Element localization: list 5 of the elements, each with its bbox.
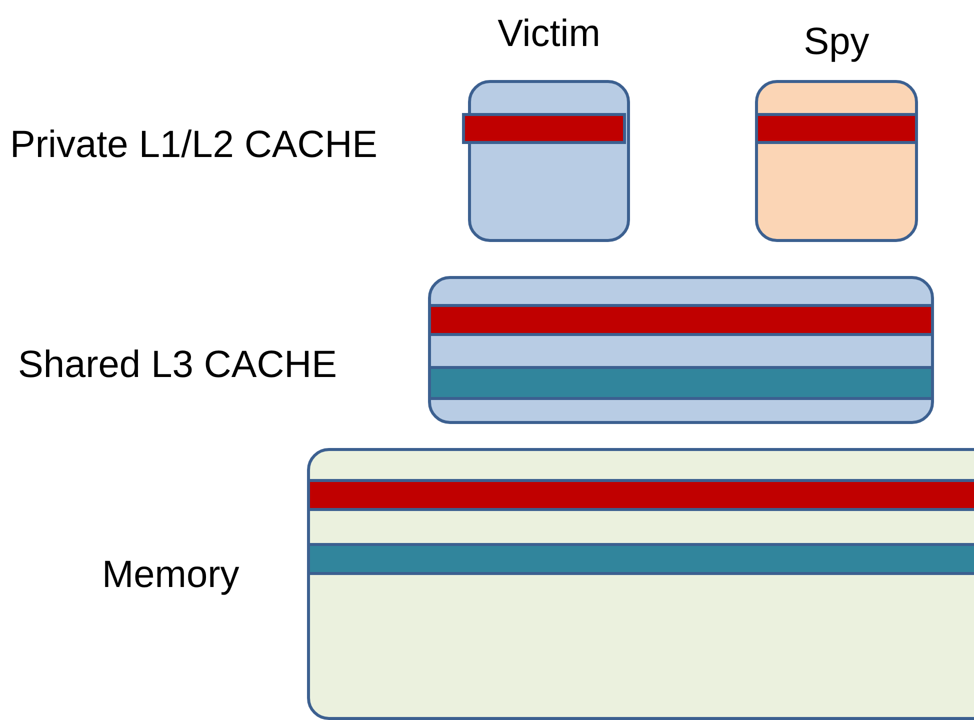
row-label: Memory	[102, 553, 240, 598]
column-heading: Spy	[802, 20, 870, 64]
row-label: Private L1/L2 CACHE	[10, 123, 378, 168]
column-heading: Victim	[496, 12, 602, 56]
row-label: Shared L3 CACHE	[18, 343, 337, 388]
